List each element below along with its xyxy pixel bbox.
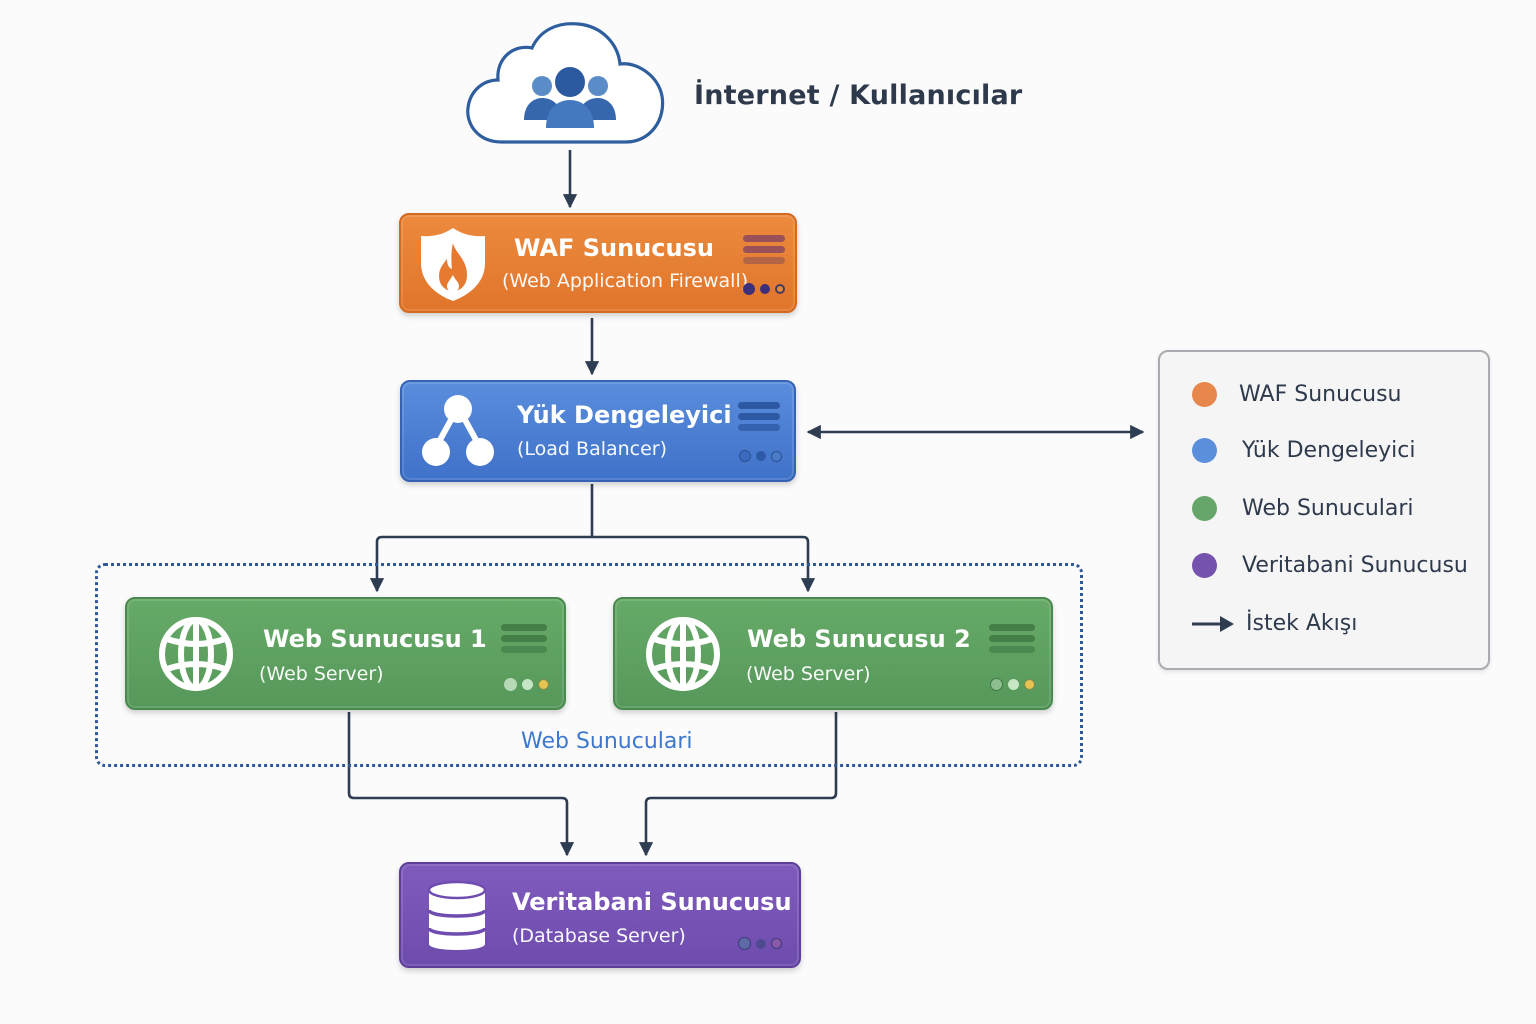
ws1-subtitle: (Web Server) [259, 663, 384, 685]
legend-label: WAF Sunucusu [1239, 382, 1402, 407]
waf-title: WAF Sunucusu [514, 234, 714, 262]
status-indicator [743, 283, 785, 295]
web-servers-group [95, 563, 1083, 767]
legend-panel: WAF Sunucusu Yük Dengeleyici Web Sunucul… [1158, 350, 1490, 670]
load-balancer-node[interactable]: Yük Dengeleyici (Load Balancer) [400, 380, 796, 482]
legend-label: Yük Dengeleyici [1242, 438, 1416, 463]
legend-swatch [1192, 382, 1217, 407]
legend-swatch [1192, 496, 1217, 521]
status-indicator [504, 678, 549, 691]
web-servers-group-label: Web Sunuculari [521, 729, 693, 754]
status-indicator [990, 678, 1035, 691]
globe-icon [646, 617, 720, 691]
arrow-right-icon [1192, 615, 1234, 632]
server-rack-icon [743, 235, 785, 268]
legend-swatch [1192, 438, 1217, 463]
edge-ws2-to-db [638, 712, 838, 857]
legend-item-load-balancer: Yük Dengeleyici [1192, 438, 1416, 463]
waf-subtitle: (Web Application Firewall) [502, 270, 749, 292]
users-cloud-icon [466, 22, 665, 144]
edge-lb-to-ws2 [592, 535, 816, 593]
legend-label: Web Sunuculari [1242, 496, 1414, 521]
network-tree-icon [422, 395, 494, 466]
web-server-2-node[interactable]: Web Sunucusu 2 (Web Server) [613, 597, 1053, 710]
waf-server-node[interactable]: WAF Sunucusu (Web Application Firewall) [399, 213, 797, 313]
db-title: Veritabani Sunucusu [512, 888, 792, 916]
status-indicator [739, 450, 782, 462]
server-rack-icon [738, 402, 780, 435]
database-icon [427, 880, 487, 950]
legend-label: Veritabani Sunucusu [1242, 553, 1468, 578]
edge-lb-to-ws1 [369, 484, 594, 593]
db-subtitle: (Database Server) [512, 925, 686, 947]
server-rack-icon [989, 624, 1035, 657]
status-indicator [738, 937, 782, 950]
legend-item-waf: WAF Sunucusu [1192, 382, 1402, 407]
web-server-1-node[interactable]: Web Sunucusu 1 (Web Server) [125, 597, 566, 710]
legend-swatch [1192, 553, 1217, 578]
legend-item-web-servers: Web Sunuculari [1192, 496, 1414, 521]
legend-item-request-flow: İstek Akışı [1192, 611, 1357, 636]
lb-title: Yük Dengeleyici [517, 401, 732, 429]
legend-item-database: Veritabani Sunucusu [1192, 553, 1468, 578]
edge-ws1-to-db [347, 712, 575, 857]
globe-icon [159, 617, 233, 691]
internet-label: İnternet / Kullanıcılar [694, 80, 1023, 111]
server-rack-icon [501, 624, 547, 657]
internet-cloud [462, 18, 672, 150]
lb-subtitle: (Load Balancer) [517, 438, 668, 460]
ws2-title: Web Sunucusu 2 [747, 625, 971, 653]
legend-label: İstek Akışı [1246, 611, 1358, 636]
ws1-title: Web Sunucusu 1 [263, 625, 487, 653]
database-server-node[interactable]: Veritabani Sunucusu (Database Server) [399, 862, 801, 968]
ws2-subtitle: (Web Server) [746, 663, 871, 685]
shield-fire-icon [421, 228, 485, 301]
